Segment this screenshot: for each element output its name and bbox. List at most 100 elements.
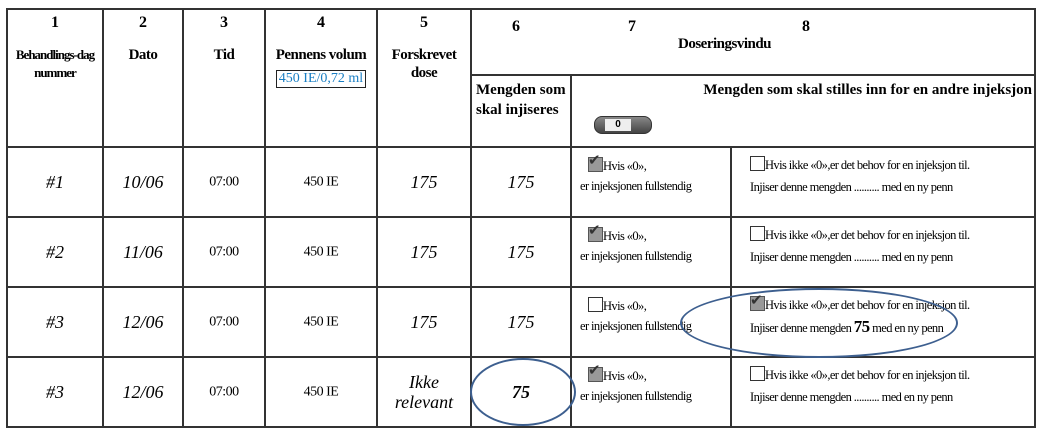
col-label: Dato [128,47,158,63]
prescribed-dose-cell: 175 [376,216,472,288]
header-second-injection: Mengden som skal stilles inn for en andr… [570,74,1036,148]
col-label: Forskrevet dose [391,47,457,81]
inject-amount-suffix: med en ny penn [881,250,954,264]
inject-amount-prefix: Injiser denne mengden [750,321,852,335]
second-injection-cell: Hvis ikke «0»,er det behov for en injeks… [730,146,1036,218]
table-row: #1 10/06 07:00 450 IE 175 175 Hvis «0»,e… [6,146,1036,218]
col-label: Pennens volum [275,47,367,63]
day-number: #3 [46,381,64,402]
volume-cell: 450 IE [264,356,378,428]
col-number: 5 [420,14,428,31]
time: 07:00 [209,244,239,260]
prescribed-dose: 175 [410,241,438,262]
amount-to-inject: 75 [512,381,530,402]
checkbox-complete[interactable] [588,361,603,382]
amount-to-inject: 175 [507,311,535,332]
volume-cell: 450 IE [264,216,378,288]
pen-volume-box: 450 IE/0,72 ml [275,70,367,88]
date-cell: 10/06 [102,146,184,218]
date-cell: 12/06 [102,286,184,358]
time-cell: 07:00 [182,146,266,218]
pen-volume: 450 IE [303,384,339,400]
volume-cell: 450 IE [264,146,378,218]
day-cell: #1 [6,146,104,218]
complete-cell: Hvis «0», er injeksjonen fullstendig [570,356,732,428]
complete-cell: Hvis «0»,er injeksjonen fullstendig [570,146,732,218]
date: 11/06 [123,241,163,262]
volume-cell: 450 IE [264,286,378,358]
checkbox-complete[interactable] [588,221,603,242]
col-number: 1 [51,14,59,31]
prescribed-dose-cell: Ikke relevant [376,356,472,428]
amount-to-inject: 175 [507,171,535,192]
inject-amount-prefix: Injiser denne mengden [750,250,852,264]
checkbox-second-injection[interactable] [750,366,765,381]
date-cell: 12/06 [102,356,184,428]
second-injection-amount: .......... [853,180,880,194]
second-injection-label: Hvis ikke «0»,er det behov for en injeks… [765,368,970,382]
complete-label: Hvis «0», [603,229,647,243]
inject-amount-suffix: med en ny penn [881,180,954,194]
date: 12/06 [122,311,164,332]
inject-cell: 175 [470,286,572,358]
prescribed-dose-cell: 175 [376,146,472,218]
header-amount-to-inject: Mengden som skal injiseres [470,74,572,148]
complete-label-2: er injeksjonen fullstendig [580,179,692,193]
checkbox-second-injection[interactable] [750,290,765,312]
day-cell: #3 [6,286,104,358]
date-cell: 11/06 [102,216,184,288]
prescribed-dose-cell: 175 [376,286,472,358]
second-injection-label: Hvis ikke «0»,er det behov for en injeks… [765,298,970,312]
second-injection-amount: 75 [853,317,870,336]
col-number: 2 [139,14,147,31]
complete-label-2: er injeksjonen fullstendig [580,319,692,333]
day-cell: #3 [6,356,104,428]
day-number: #3 [46,311,64,332]
pen-volume: 450 IE [303,174,339,190]
table-row: #3 12/06 07:00 450 IE 175 175 Hvis «0»,e… [6,286,1036,358]
prescribed-dose: 175 [410,171,438,192]
complete-cell: Hvis «0», er injeksjonen fullstendig [570,216,732,288]
pen-volume: 450 IE [303,244,339,260]
col-label: Mengden som skal stilles inn for en andr… [703,82,1032,98]
dosing-window-label: Doseringsvindu [678,36,772,52]
second-injection-cell: Hvis ikke «0»,er det behov for en injeks… [730,356,1036,428]
second-injection-label: Hvis ikke «0»,er det behov for en injeks… [765,228,970,242]
inject-cell: 75 [470,356,572,428]
header-dosing-window: 6 7 8 Doseringsvindu [470,8,1036,76]
checkbox-second-injection[interactable] [750,156,765,171]
time-cell: 07:00 [182,356,266,428]
col-number: 7 [628,18,636,35]
second-injection-cell: Hvis ikke «0»,er det behov for en injeks… [730,286,1036,358]
checkbox-second-injection[interactable] [750,226,765,241]
checkbox-complete[interactable] [588,151,603,172]
complete-label-2: er injeksjonen fullstendig [580,249,692,263]
col-number: 3 [220,14,228,31]
col-number: 8 [802,18,810,35]
prescribed-dose: 175 [410,311,438,332]
date: 12/06 [122,381,164,402]
col-label: Tid [213,47,235,63]
inject-amount-suffix: med en ny penn [872,321,944,335]
inject-amount-prefix: Injiser denne mengden [750,390,852,404]
second-injection-label: Hvis ikke «0»,er det behov for en injeks… [765,158,970,172]
amount-to-inject: 175 [507,241,535,262]
second-injection-amount: .......... [853,250,880,264]
day-number: #2 [46,241,64,262]
complete-label: Hvis «0», [603,369,647,383]
pen-volume: 450 IE [303,314,339,330]
second-injection-amount: .......... [853,390,880,404]
complete-label-2: er injeksjonen fullstendig [580,389,692,403]
checkbox-complete[interactable] [588,297,603,312]
inject-cell: 175 [470,216,572,288]
table-row: #3 12/06 07:00 450 IE Ikke relevant 75 H… [6,356,1036,428]
dose-dial-icon: 0 [594,116,652,134]
table-row: #2 11/06 07:00 450 IE 175 175 Hvis «0», e… [6,216,1036,288]
inject-cell: 175 [470,146,572,218]
time: 07:00 [209,384,239,400]
